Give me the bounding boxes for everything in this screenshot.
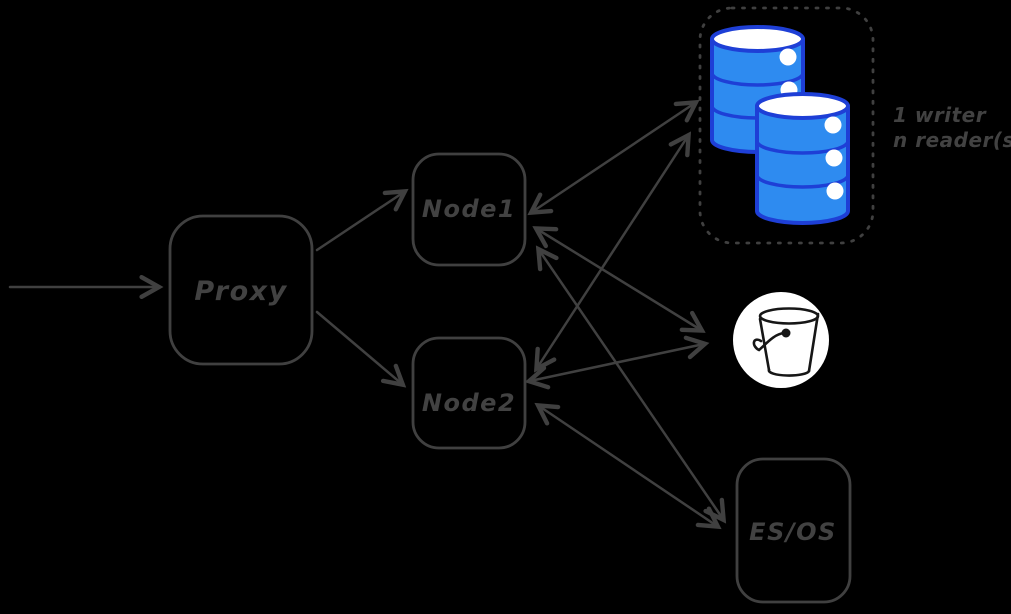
db-cluster-container [698,6,875,245]
node1-box: Node1 [411,152,527,267]
edge-proxy-node1 [315,192,404,252]
edge-node1-esos [539,250,723,519]
node2-label: Node2 [422,389,516,417]
edge-proxy-node2 [315,310,402,384]
bucket-icon [733,292,829,388]
db-cylinder-front [755,92,850,225]
db-caption-line2: n reader(s) [893,128,1011,152]
node2-box: Node2 [411,336,527,450]
esos-label: ES/OS [749,518,837,546]
proxy-label: Proxy [194,276,287,307]
proxy-box: Proxy [168,214,314,366]
edge-node1-db [532,103,695,212]
db-caption-line1: 1 writer [893,103,987,127]
edge-node2-esos [539,406,717,526]
edge-node2-bucket [530,344,704,381]
database-cluster-icon [710,25,850,225]
edge-node2-db [537,136,688,368]
db-cluster-caption: 1 writer n reader(s) [893,103,1011,152]
node1-label: Node1 [422,195,516,223]
esos-box: ES/OS [735,457,852,604]
